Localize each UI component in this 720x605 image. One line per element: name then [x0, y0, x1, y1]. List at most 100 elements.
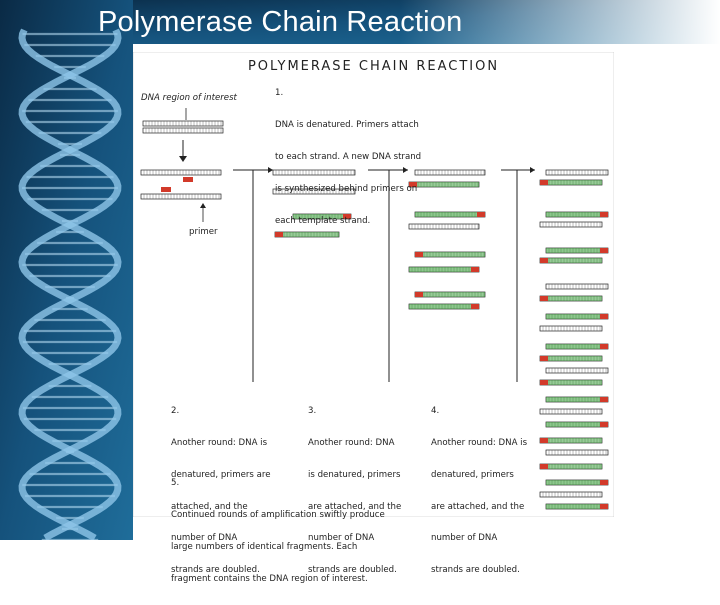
strand-bar [545, 367, 609, 374]
step-3-line: Another round: DNA [308, 437, 395, 448]
step-3-line: number of DNA [308, 533, 375, 544]
new-strand-fill [548, 380, 602, 385]
dna-strand [408, 181, 480, 188]
dna-strand [545, 503, 609, 510]
arrow-head [200, 203, 206, 208]
step-2-line: denatured, primers are [171, 469, 271, 480]
new-strand-fill [546, 212, 600, 217]
step-2-number: 2. [171, 406, 180, 417]
dna-strand [142, 120, 224, 127]
strand-bar [142, 120, 224, 127]
dna-strand [545, 313, 609, 320]
primer-mark [600, 344, 608, 349]
step-1-line: DNA is denatured. Primers attach [275, 120, 419, 131]
dna-strand [408, 266, 480, 273]
dna-strand [539, 408, 603, 415]
dna-strand [274, 231, 340, 238]
primer-mark [540, 356, 548, 361]
helix-strand [18, 28, 122, 540]
new-strand-fill [283, 232, 339, 237]
step-4-line: denatured, primers [431, 469, 514, 480]
strand-bar [545, 449, 609, 456]
step-1-text: DNA is denatured. Primers attach to each… [275, 99, 421, 247]
new-strand-fill [423, 292, 485, 297]
new-strand-fill [548, 356, 602, 361]
dna-strand [545, 169, 609, 176]
strand-bar [414, 169, 486, 176]
dna-strand [414, 211, 486, 218]
new-strand-fill [546, 504, 600, 509]
primer-mark [540, 180, 548, 185]
strand-bar [539, 408, 603, 415]
dna-strand [140, 193, 222, 200]
step-3-line: are attached, and the [308, 501, 402, 512]
primer-mark [600, 422, 608, 427]
primer-mark [415, 252, 423, 257]
primer-mark [415, 292, 423, 297]
dna-strand [545, 396, 609, 403]
dna-strand [545, 421, 609, 428]
primer-mark [471, 304, 479, 309]
dna-strand [272, 169, 356, 176]
dna-strand [545, 211, 609, 218]
new-strand-fill [546, 397, 600, 402]
primer-mark [600, 397, 608, 402]
flow-arrows [179, 108, 535, 382]
primer-mark [600, 314, 608, 319]
primer-mark [540, 380, 548, 385]
new-strand-fill [415, 212, 477, 217]
new-strand-fill [546, 248, 600, 253]
dna-strand [545, 343, 609, 350]
dna-strand [292, 213, 352, 220]
new-strand-fill [546, 422, 600, 427]
new-strand-fill [417, 182, 479, 187]
dna-strand [142, 127, 224, 134]
dna-strands [140, 120, 609, 510]
primer-mark [471, 267, 479, 272]
dna-strand [539, 437, 603, 444]
dna-strand [545, 479, 609, 486]
dna-strand [545, 449, 609, 456]
new-strand-fill [293, 214, 343, 219]
dna-strand [539, 257, 603, 264]
primer-mark [183, 177, 193, 182]
strand-bar [545, 169, 609, 176]
helix-strand [18, 28, 122, 540]
primer-mark [600, 212, 608, 217]
step-1-line: to each strand. A new DNA strand [275, 151, 422, 162]
primer-mark [275, 232, 283, 237]
step-2-line: Another round: DNA is [171, 437, 268, 448]
step-1-number: 1. [275, 88, 284, 98]
pcr-figure: POLYMERASE CHAIN REACTION DNA region of … [133, 52, 614, 584]
primer-mark [540, 296, 548, 301]
primer-mark [409, 182, 417, 187]
step-4-line: Another round: DNA is [431, 437, 528, 448]
primer-mark [600, 248, 608, 253]
step-5-text: 5. Continued rounds of amplification swi… [171, 457, 385, 605]
strand-bar [539, 325, 603, 332]
dna-strand [414, 251, 486, 258]
step-2-line: number of DNA [171, 533, 238, 544]
dna-helix-decoration [18, 28, 122, 540]
new-strand-fill [546, 344, 600, 349]
primer-mark [343, 214, 351, 219]
step-4-text: 4. Another round: DNA is denatured, prim… [431, 385, 527, 597]
new-strand-fill [546, 480, 600, 485]
primer-mark [600, 480, 608, 485]
strand-bar [272, 188, 356, 195]
arrow-head [179, 156, 187, 162]
primer-mark [477, 212, 485, 217]
dna-strand [539, 295, 603, 302]
strand-bar [539, 221, 603, 228]
dna-strand [545, 283, 609, 290]
primer-mark [540, 464, 548, 469]
dna-strand [539, 379, 603, 386]
primer-mark [540, 438, 548, 443]
step-2-text: 2. Another round: DNA is denatured, prim… [171, 385, 271, 597]
step-3-line: is denatured, primers [308, 469, 401, 480]
step-5-line: large numbers of identical fragments. Ea… [171, 541, 358, 552]
step-4-line: strands are doubled. [431, 565, 520, 576]
new-strand-fill [409, 267, 471, 272]
new-strand-fill [548, 180, 602, 185]
new-strand-fill [546, 314, 600, 319]
